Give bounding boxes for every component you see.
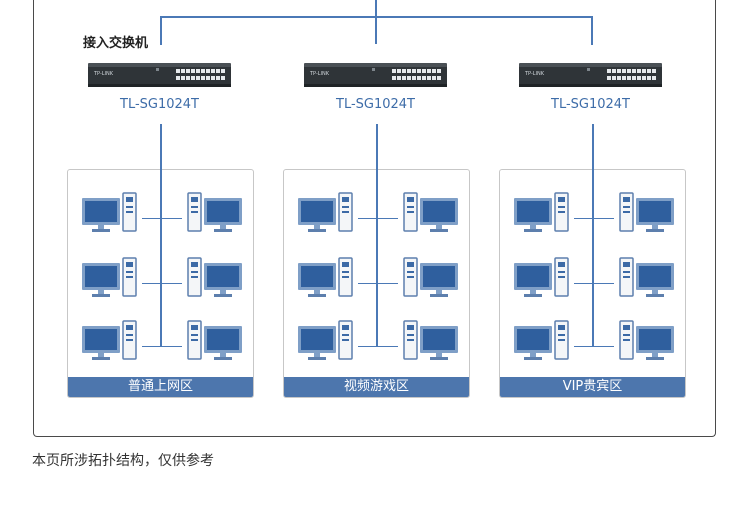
branch-line [358,218,398,219]
zone-trunk-line [160,170,162,346]
diagram-frame [33,0,716,437]
core-uplink-line [375,0,377,44]
computer-icon [81,191,141,233]
computer-icon [183,191,243,233]
zone-panel-vip: VIP贵宾区 [499,169,686,398]
switch-drop-line [160,124,162,170]
computer-icon [81,256,141,298]
branch-line [142,218,182,219]
computer-icon [615,319,675,361]
computer-icon [513,256,573,298]
switch-model-label: TL-SG1024T [336,97,415,112]
branch-line [574,346,614,347]
switch-icon [304,61,447,87]
zone-label: VIP贵宾区 [500,377,685,397]
zone-label: 普通上网区 [68,377,253,397]
computer-icon [183,256,243,298]
zone-trunk-line [376,170,378,346]
computer-icon [399,191,459,233]
computer-icon [297,191,357,233]
computer-icon [81,319,141,361]
switch-icon [88,61,231,87]
switch-drop-line [376,124,378,170]
branch-line [358,283,398,284]
zone-panel-general: 普通上网区 [67,169,254,398]
branch-line [574,218,614,219]
computer-icon [615,256,675,298]
uplink-line-1 [160,16,162,45]
branch-line [142,346,182,347]
computer-icon [615,191,675,233]
zone-label: 视频游戏区 [284,377,469,397]
branch-line [142,283,182,284]
computer-icon [513,191,573,233]
switch-model-label: TL-SG1024T [120,97,199,112]
computer-icon [297,256,357,298]
computer-icon [399,319,459,361]
computer-icon [399,256,459,298]
access-switch-label: 接入交换机 [83,36,149,51]
switch-model-label: TL-SG1024T [551,97,630,112]
disclaimer-note: 本页所涉拓扑结构，仅供参考 [32,453,214,469]
core-bus-line [160,16,593,18]
zone-panel-video-gaming: 视频游戏区 [283,169,470,398]
computer-icon [513,319,573,361]
switch-icon [519,61,662,87]
uplink-line-3 [591,16,593,45]
branch-line [358,346,398,347]
computer-icon [183,319,243,361]
branch-line [574,283,614,284]
switch-drop-line [592,124,594,170]
zone-trunk-line [592,170,594,346]
computer-icon [297,319,357,361]
